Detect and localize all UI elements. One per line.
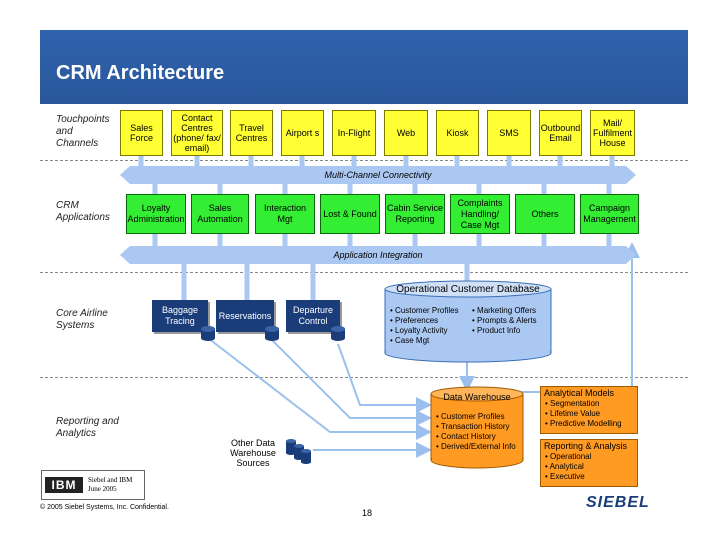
- ibm-logo-box: [41, 470, 145, 500]
- application-integration-band: Application Integration: [120, 246, 636, 264]
- data-warehouse-cylinder: [430, 386, 524, 469]
- operational-customer-database-cylinder: [384, 280, 552, 363]
- warehouse-title: Data Warehouse: [443, 392, 511, 402]
- analytical-models-title: Analytical Models: [544, 388, 615, 398]
- core-system-reservations: Reservations: [216, 300, 274, 332]
- warehouse-list: • Customer Profiles • Transaction Histor…: [436, 412, 516, 452]
- ocd-title: Operational Customer Database: [396, 284, 540, 295]
- separator: [40, 160, 688, 161]
- list-item: • Transaction History: [436, 422, 510, 431]
- list-item: • Case Mgt: [390, 336, 430, 345]
- ocd-list-left: • Customer Profiles • Preferences • Loya…: [390, 306, 459, 346]
- list-item: • Product Info: [472, 326, 521, 335]
- touchpoint-airports: Airport s: [281, 110, 324, 156]
- database-stack-icon: [286, 439, 311, 464]
- reporting-analysis-box: Reporting & Analysis Operational Analyti…: [540, 439, 638, 487]
- list-item: • Prompts & Alerts: [472, 316, 537, 325]
- list-item: Executive: [545, 472, 637, 482]
- list-item: • Marketing Offers: [472, 306, 537, 315]
- list-item: • Preferences: [390, 316, 439, 325]
- list-item: • Derived/External Info: [436, 442, 516, 451]
- siebel-logo: SIEBEL: [586, 494, 650, 511]
- list-item: Predictive Modelling: [545, 419, 637, 429]
- page-title: CRM Architecture: [56, 62, 225, 84]
- list-item: • Customer Profiles: [436, 412, 505, 421]
- multichannel-connectivity-band: Multi-Channel Connectivity: [120, 166, 636, 184]
- database-icon: [331, 326, 345, 341]
- touchpoint-web: Web: [384, 110, 428, 156]
- crm-app-lost-and-found: Lost & Found: [320, 194, 380, 234]
- ocd-list-right: • Marketing Offers • Prompts & Alerts • …: [472, 306, 537, 336]
- touchpoint-in-flight: In-Flight: [332, 110, 376, 156]
- copyright-text: © 2005 Siebel Systems, Inc. Confidential…: [40, 504, 169, 511]
- touchpoint-sms: SMS: [487, 110, 531, 156]
- list-item: Operational: [545, 452, 637, 462]
- list-item: Analytical: [545, 462, 637, 472]
- list-item: Segmentation: [545, 399, 637, 409]
- database-icon: [265, 326, 279, 341]
- ibm-logo: IBM: [45, 477, 83, 493]
- crm-app-others: Others: [515, 194, 575, 234]
- separator: [40, 272, 688, 273]
- list-item: Lifetime Value: [545, 409, 637, 419]
- database-icon: [201, 326, 215, 341]
- list-item: • Contact History: [436, 432, 496, 441]
- page-number: 18: [362, 508, 373, 518]
- reporting-analysis-title: Reporting & Analysis: [544, 441, 628, 451]
- separator: [40, 377, 688, 378]
- touchpoint-kiosk: Kiosk: [436, 110, 479, 156]
- list-item: • Loyalty Activity: [390, 326, 448, 335]
- list-item: • Customer Profiles: [390, 306, 459, 315]
- analytical-models-box: Analytical Models Segmentation Lifetime …: [540, 386, 638, 434]
- title-bar: [40, 30, 688, 104]
